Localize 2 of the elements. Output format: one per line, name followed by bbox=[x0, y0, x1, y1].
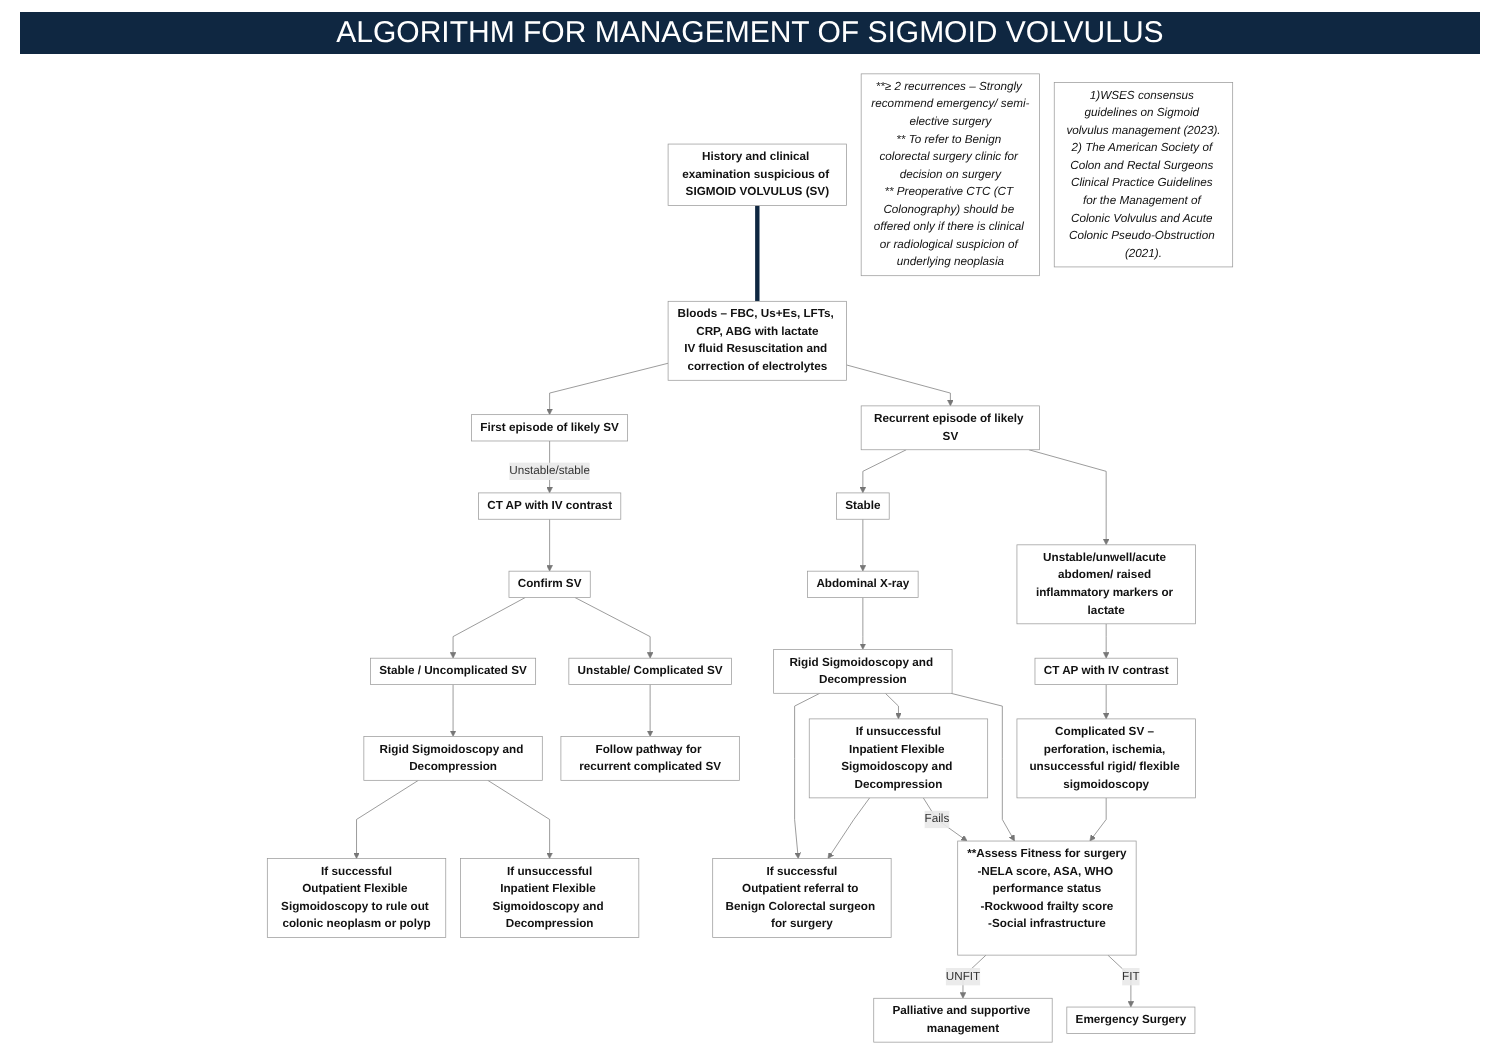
title-bar: ALGORITHM FOR MANAGEMENT OF SIGMOID VOLVULUS bbox=[20, 12, 1480, 54]
connector bbox=[755, 204, 760, 301]
